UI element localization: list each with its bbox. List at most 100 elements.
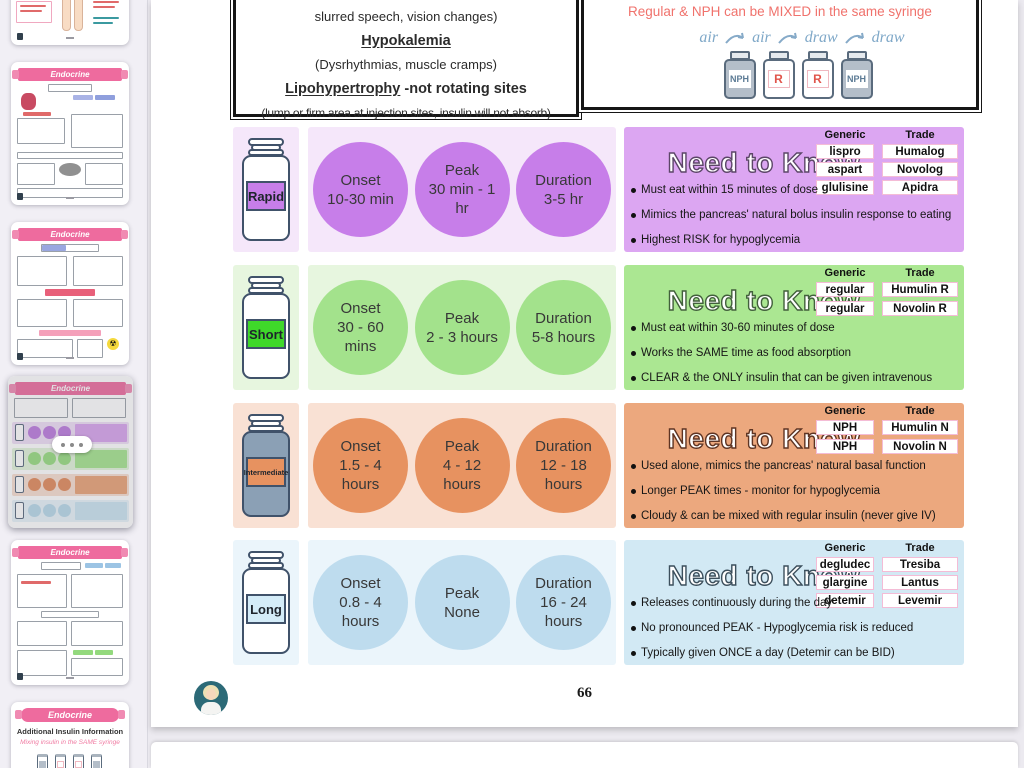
mixing-vials: NPH R R NPH xyxy=(602,51,994,99)
trade-header: Trade xyxy=(905,267,935,279)
thumb-page-number xyxy=(66,677,74,679)
trade-name: Apidra xyxy=(882,180,958,195)
bullet-item: Typically given ONCE a day (Detemir can … xyxy=(631,647,970,672)
page-thumbnail-5[interactable]: Endocrine xyxy=(11,540,129,685)
page-number: 66 xyxy=(577,685,592,701)
art-block xyxy=(95,650,113,655)
mixing-title: Regular & NPH can be MIXED in the same s… xyxy=(628,4,932,19)
bullet-list: Releases continuously during the day No … xyxy=(631,597,970,672)
generic-name: aspart xyxy=(816,162,874,177)
need-to-know-panel: Need to Know Generic Trade degludec glar… xyxy=(624,540,964,665)
trade-name: Novolog xyxy=(882,162,958,177)
thumb-header: Endocrine xyxy=(12,546,128,559)
thumb-page-number xyxy=(66,197,74,199)
vial-cell: Rapid xyxy=(233,127,299,252)
insulin-vial-icon: Short xyxy=(242,276,290,379)
vial-cell: Long xyxy=(233,540,299,665)
step-label: draw xyxy=(804,29,838,46)
art-block xyxy=(39,330,101,336)
trade-name: Tresiba xyxy=(882,557,958,572)
page-thumbnail-3[interactable]: Endocrine ☢ xyxy=(11,222,129,365)
step-label: air xyxy=(699,29,719,46)
bullet-item: Highest RISK for hypoglycemia xyxy=(631,234,970,259)
bullet-dot xyxy=(631,601,636,606)
art-block xyxy=(17,152,123,159)
page-thumbnail-1[interactable] xyxy=(11,0,129,45)
need-to-know-panel: Need to Know Generic Trade NPH NPH Humul… xyxy=(624,403,964,528)
document-viewer: slurred speech, vision changes) Hypokale… xyxy=(149,0,1024,768)
art-block xyxy=(73,256,123,286)
thumb-title: Endocrine xyxy=(50,384,91,393)
generic-header: Generic xyxy=(824,129,866,141)
art-block xyxy=(71,621,123,646)
bullet-item: No pronounced PEAK - Hypoglycemia risk i… xyxy=(631,622,970,647)
mini-vial xyxy=(91,754,102,768)
curved-arrow-icon xyxy=(777,32,797,44)
trade-header: Trade xyxy=(905,542,935,554)
insulin-vial-icon: Long xyxy=(242,551,290,654)
mini-vial xyxy=(37,754,48,768)
art-block xyxy=(17,621,67,646)
art-block xyxy=(72,398,126,418)
bullet-item: Cloudy & can be mixed with regular insul… xyxy=(631,510,970,535)
trade-name: Novolin N xyxy=(882,439,958,454)
thumb-caption: Mixing insulin in the SAME syringe xyxy=(20,739,120,746)
insulin-type-label: Intermediate xyxy=(244,457,288,487)
thumb-subtitle: Additional Insulin Information xyxy=(16,727,124,736)
vial-cell: Short xyxy=(233,265,299,390)
curved-arrow-icon xyxy=(725,32,745,44)
generic-name: NPH xyxy=(816,420,874,435)
bullet-item: Must eat within 30-60 minutes of dose xyxy=(631,322,970,347)
insulin-type-label: Long xyxy=(246,594,286,624)
thumb-page-number xyxy=(66,37,74,39)
art-block xyxy=(93,1,119,3)
avatar-coat xyxy=(201,702,221,715)
anatomy-leg-art xyxy=(74,0,83,31)
need-to-know-panel: Need to Know Generic Trade regular regul… xyxy=(624,265,964,390)
art-block xyxy=(41,244,99,252)
next-page-preview xyxy=(151,742,1018,768)
watermark-icon xyxy=(17,33,23,40)
generic-name: glargine xyxy=(816,575,874,590)
art-block xyxy=(41,562,81,570)
radiation-icon: ☢ xyxy=(107,338,119,350)
bullet-dot xyxy=(631,514,636,519)
regular-vial-icon: R xyxy=(801,51,835,99)
page-thumbnail-4-selected[interactable]: Endocrine xyxy=(8,376,133,528)
page-thumbnail-6[interactable]: Endocrine Additional Insulin Information… xyxy=(11,702,129,768)
bullet-item: Must eat within 15 minutes of dose xyxy=(631,184,970,209)
page-thumbnail-2[interactable]: Endocrine xyxy=(11,62,129,205)
trade-name: Humulin R xyxy=(882,282,958,297)
art-block xyxy=(14,398,68,418)
art-block xyxy=(77,339,103,358)
nph-vial-icon: NPH xyxy=(840,51,874,99)
generic-name: lispro xyxy=(816,144,874,159)
thyroid-art xyxy=(21,93,36,110)
generic-header: Generic xyxy=(824,542,866,554)
document-page: slurred speech, vision changes) Hypokale… xyxy=(151,0,1018,727)
thumbnail-sidebar: Endocrine Endocrine ☢ Endocrine xyxy=(0,0,148,768)
side-effect-line: (Dysrhythmias, muscle cramps) xyxy=(314,57,498,72)
bullet-dot xyxy=(631,188,636,193)
bullet-dot xyxy=(631,326,636,331)
art-block xyxy=(17,339,73,358)
generic-header: Generic xyxy=(824,405,866,417)
art-block xyxy=(17,256,67,286)
mixing-steps: air air draw draw xyxy=(606,27,998,49)
art-block xyxy=(17,163,55,185)
trade-header: Trade xyxy=(905,405,935,417)
bullet-item: Used alone, mimics the pancreas' natural… xyxy=(631,460,970,485)
avatar-face xyxy=(206,689,216,700)
watermark-icon xyxy=(17,193,23,200)
